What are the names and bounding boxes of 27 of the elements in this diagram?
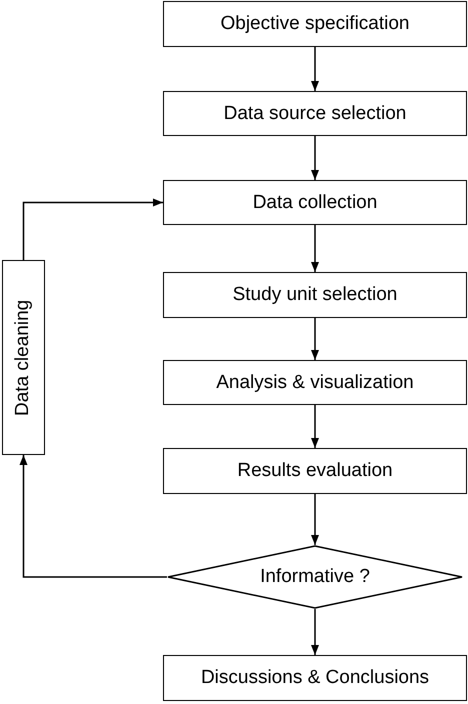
arrow	[311, 405, 319, 448]
process-box	[163, 272, 467, 318]
process-box	[163, 91, 467, 136]
process-box	[163, 1, 467, 47]
decision-diamond	[167, 545, 463, 609]
arrow	[311, 494, 319, 545]
process-box	[163, 448, 467, 494]
node-label: Data source selection	[224, 102, 406, 126]
node-label: Study unit selection	[232, 283, 398, 307]
node-label: Results evaluation	[237, 459, 393, 483]
arrow	[311, 136, 319, 180]
process-box	[163, 655, 467, 701]
arrow	[22, 198, 163, 260]
arrow	[311, 47, 319, 91]
node-label: Objective specification	[220, 12, 410, 36]
arrow	[20, 455, 167, 578]
node-label: Analysis & visualization	[216, 370, 414, 394]
node-label: Data cleaning	[12, 299, 35, 416]
arrow	[311, 609, 319, 655]
process-box	[163, 360, 467, 405]
node-label: Data collection	[252, 190, 378, 214]
node-label: Discussions & Conclusions	[200, 666, 430, 690]
arrow	[311, 225, 319, 272]
process-box	[163, 180, 467, 225]
process-box	[2, 260, 45, 455]
node-label: Informative ?	[260, 565, 370, 589]
arrow	[311, 318, 319, 360]
